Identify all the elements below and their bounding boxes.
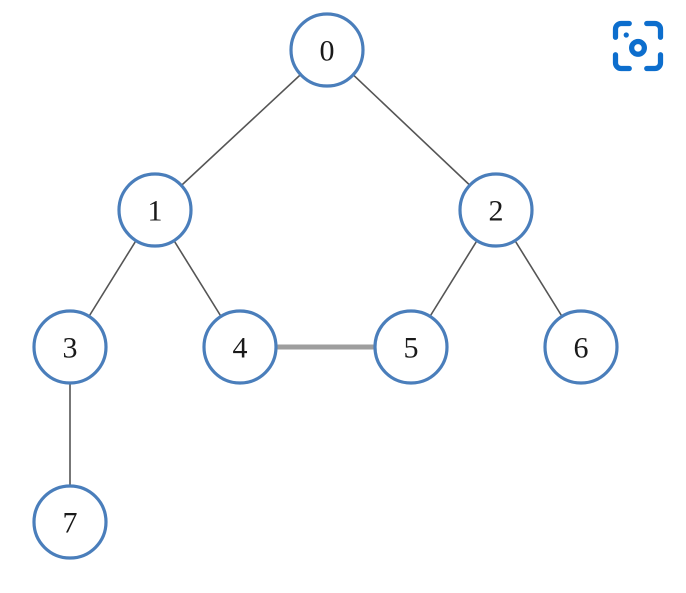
graph-node-circle	[543, 309, 619, 385]
graph-node-label: 0	[320, 35, 335, 68]
graph-node-circle	[458, 172, 534, 248]
graph-node-circle	[117, 172, 193, 248]
scan-focus-icon-button[interactable]	[608, 16, 668, 76]
graph-edge	[326, 49, 497, 211]
graph-node-circle	[373, 309, 449, 385]
graph-node-label: 5	[404, 332, 419, 365]
graph-node-label: 1	[148, 195, 163, 228]
edges-layer	[69, 49, 582, 522]
nodes-layer: 0 1 2 3 4 5 6 7	[32, 12, 619, 560]
graph-edge	[154, 49, 328, 211]
graph-node-circle	[202, 309, 278, 385]
graph-node-label: 2	[489, 195, 504, 228]
graph-node-3[interactable]: 3	[32, 309, 108, 385]
graph-node-label: 3	[63, 332, 78, 365]
graph-node-label: 4	[233, 332, 248, 365]
graph-node-circle	[289, 12, 365, 88]
graph-node-circle	[32, 309, 108, 385]
graph-node-2[interactable]: 2	[458, 172, 534, 248]
graph-node-label: 7	[63, 507, 78, 540]
graph-node-1[interactable]: 1	[117, 172, 193, 248]
graph-node-circle	[32, 484, 108, 560]
scan-focus-icon	[612, 20, 664, 72]
graph-node-5[interactable]: 5	[373, 309, 449, 385]
graph-node-0[interactable]: 0	[289, 12, 365, 88]
graph-node-4[interactable]: 4	[202, 309, 278, 385]
graph-node-label: 6	[574, 332, 589, 365]
graph-node-7[interactable]: 7	[32, 484, 108, 560]
graph-node-6[interactable]: 6	[543, 309, 619, 385]
